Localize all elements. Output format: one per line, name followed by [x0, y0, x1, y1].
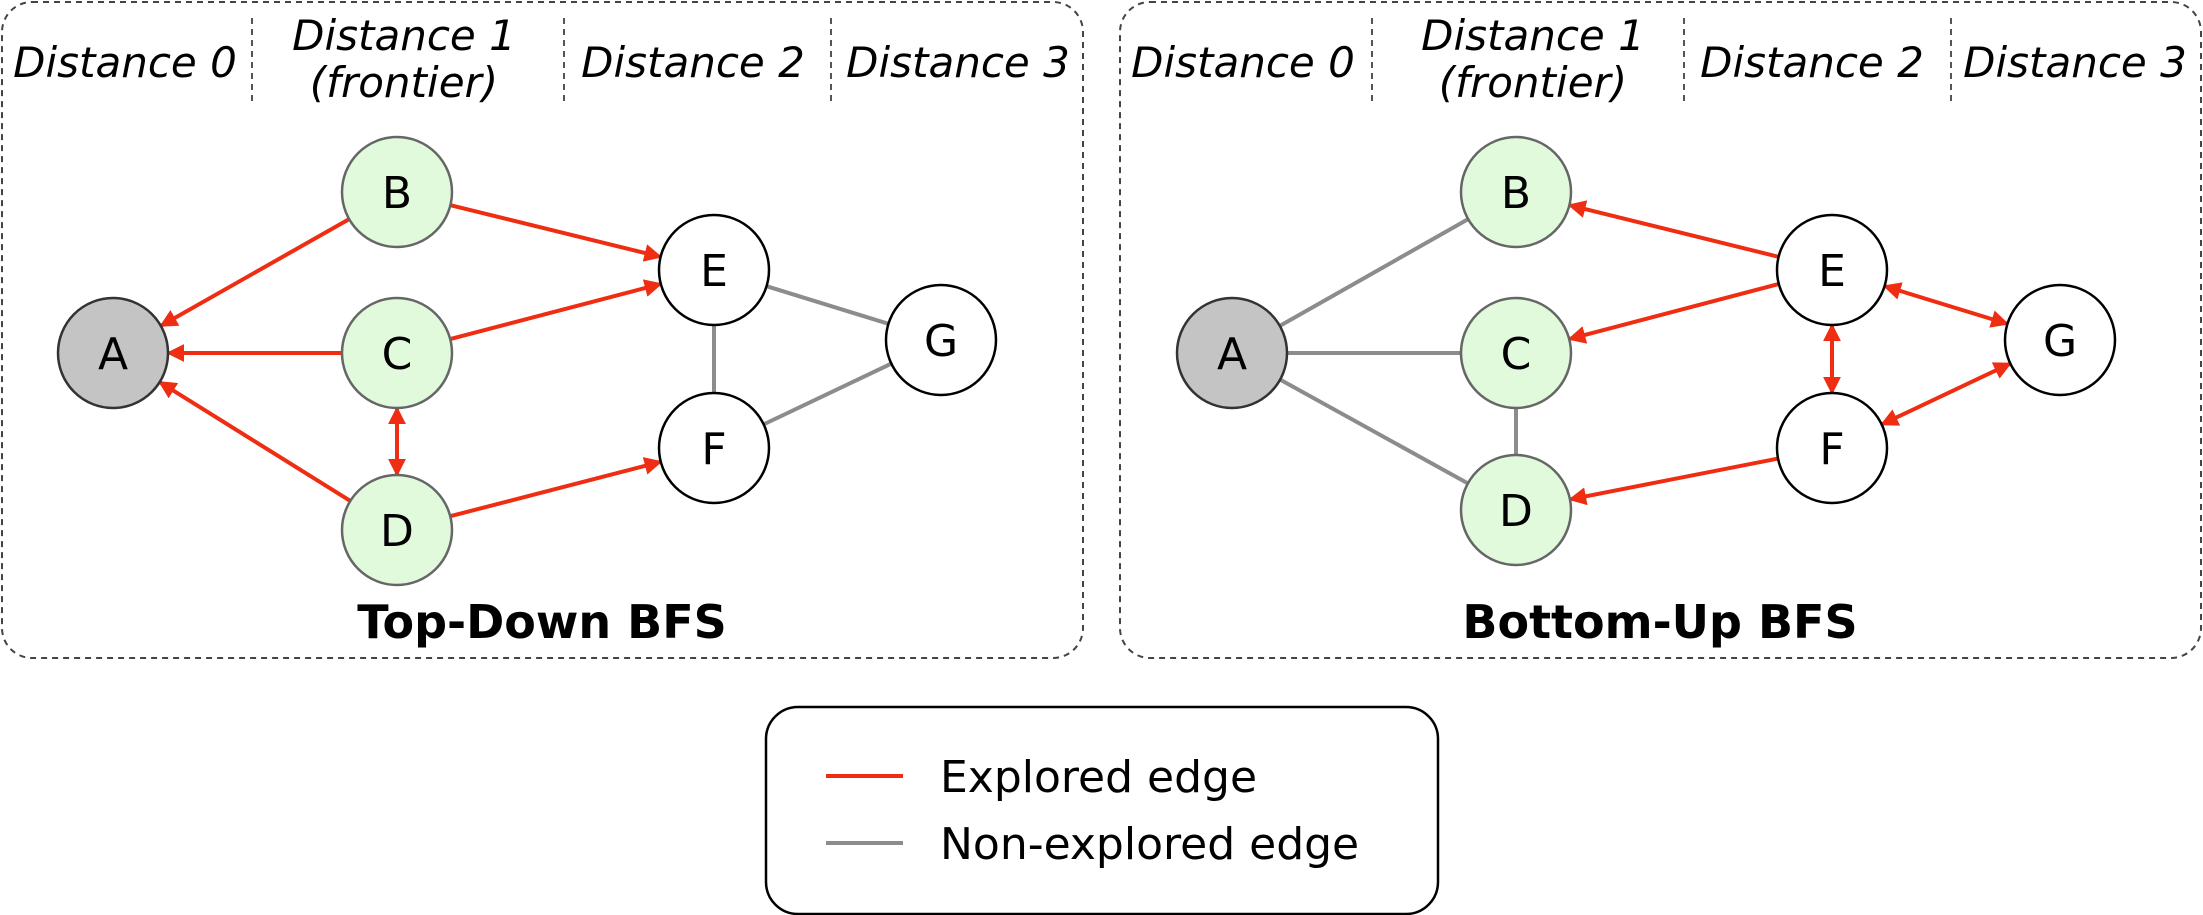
node-circle [1459, 296, 1573, 410]
node-e: E [1775, 213, 1889, 327]
node-label: F [1819, 424, 1844, 475]
node-circle [340, 473, 454, 587]
panel-title: Bottom-Up BFS [1462, 595, 1857, 649]
edge-E-B-explored [1567, 200, 1780, 259]
edge-A-B-non-explored [1278, 217, 1470, 328]
column-sublabel-frontier: (frontier) [310, 58, 498, 107]
legend-label: Non-explored edge [940, 819, 1359, 870]
bottom-up-panel: Distance 0 Distance 1(frontier) Distance 2… [1119, 1, 2202, 659]
legend-item-explored: Explored edge [826, 752, 1257, 803]
node-label: C [382, 329, 413, 380]
node-label: G [2043, 316, 2077, 367]
nodes: A B C D E F G [1175, 135, 2117, 567]
top-down-panel: Distance 0 Distance 1(frontier) Distance 2… [1, 1, 1084, 659]
panel-border [1119, 1, 2202, 659]
legend-label: Explored edge [940, 752, 1257, 803]
column-label-distance-1: Distance 1 [1421, 11, 1645, 60]
node-e: E [657, 213, 771, 327]
node-a: A [56, 296, 170, 410]
edge-D-F-explored [449, 457, 663, 519]
node-circle [2003, 283, 2117, 397]
node-label: A [1217, 329, 1247, 380]
column-label-distance-2: Distance 2 [1700, 38, 1924, 87]
node-label: C [1501, 329, 1532, 380]
node-circle [1459, 453, 1573, 567]
node-f: F [657, 391, 771, 505]
edges [158, 203, 893, 519]
node-circle [657, 213, 771, 327]
panel-title: Top-Down BFS [357, 595, 727, 649]
node-circle [340, 135, 454, 249]
column-label-distance-1: Distance 1 [292, 11, 516, 60]
legend-box [764, 705, 1440, 915]
edge-E-G-non-explored [765, 284, 890, 326]
node-circle [884, 283, 998, 397]
node-c: C [1459, 296, 1573, 410]
edge-F-D-explored [1568, 456, 1779, 506]
node-b: B [1459, 135, 1573, 249]
node-b: B [340, 135, 454, 249]
edge-F-G-non-explored [762, 361, 893, 427]
node-circle [657, 391, 771, 505]
node-circle [1175, 296, 1289, 410]
node-label: B [1501, 168, 1531, 219]
column-label-distance-2: Distance 2 [581, 38, 805, 87]
legend-item-non-explored: Non-explored edge [826, 819, 1359, 870]
node-label: B [382, 168, 412, 219]
node-c: C [340, 296, 454, 410]
node-label: D [380, 506, 414, 557]
column-label-distance-3: Distance 3 [846, 38, 1070, 87]
column-label-distance-3: Distance 3 [1963, 38, 2187, 87]
nodes: A B C D E F G [56, 135, 998, 587]
node-label: G [924, 316, 958, 367]
node-circle [56, 296, 170, 410]
node-label: D [1499, 486, 1533, 537]
node-label: E [700, 246, 728, 297]
node-g: G [2003, 283, 2117, 397]
node-circle [1775, 213, 1889, 327]
node-g: G [884, 283, 998, 397]
node-label: A [98, 329, 128, 380]
column-label-distance-0: Distance 0 [1131, 38, 1355, 87]
node-circle [1775, 391, 1889, 505]
column-label-distance-0: Distance 0 [13, 38, 237, 87]
edge-B-A-explored [159, 217, 351, 328]
edge-E-C-explored [1567, 282, 1780, 344]
node-a: A [1175, 296, 1289, 410]
node-f: F [1775, 391, 1889, 505]
node-label: E [1818, 246, 1846, 297]
edge-A-D-non-explored [1279, 377, 1469, 486]
edge-B-E-explored [449, 203, 663, 262]
edge-F-G-explored [1880, 361, 2012, 427]
node-circle [1459, 135, 1573, 249]
edge-C-E-explored [449, 279, 663, 342]
node-d: D [340, 473, 454, 587]
edge-E-G-explored [1882, 282, 2010, 328]
panel-border [1, 1, 1084, 659]
node-circle [340, 296, 454, 410]
column-sublabel-frontier: (frontier) [1439, 58, 1627, 107]
node-label: F [701, 424, 726, 475]
edge-D-A-explored [158, 380, 352, 503]
edges [1278, 200, 2012, 506]
node-d: D [1459, 453, 1573, 567]
